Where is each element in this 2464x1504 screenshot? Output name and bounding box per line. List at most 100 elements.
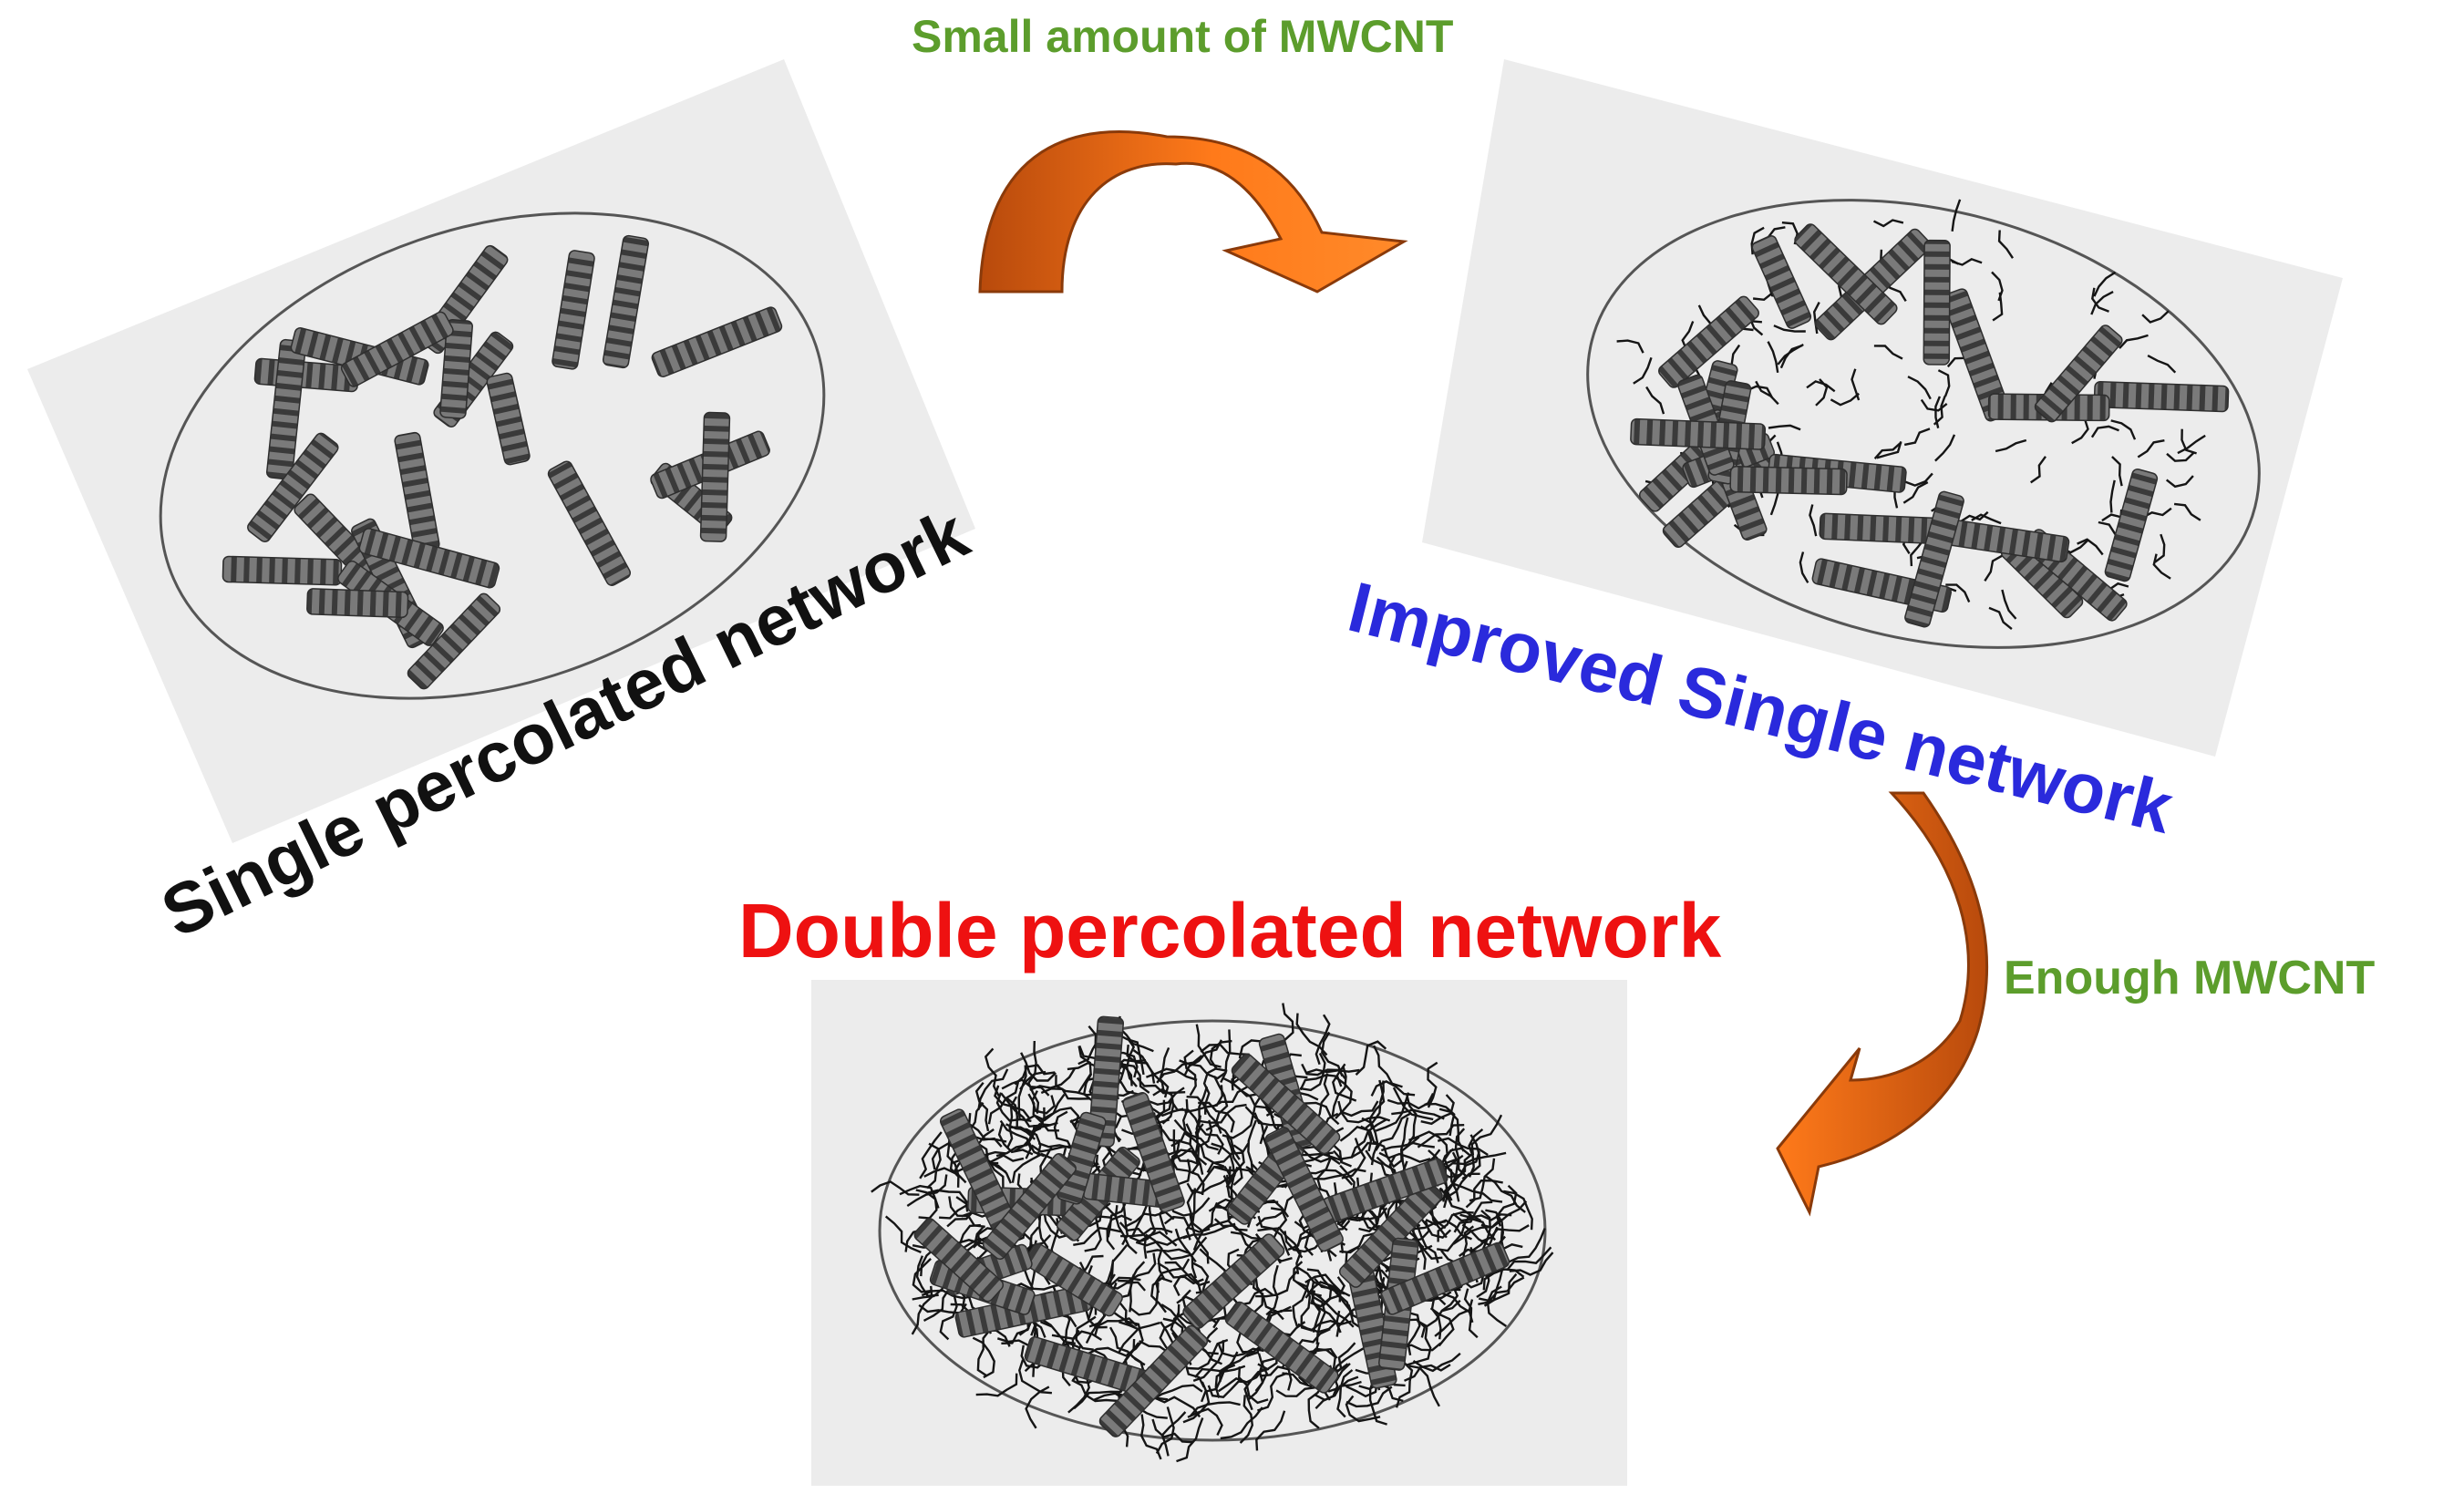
mwcnt-tube bbox=[1443, 1172, 1480, 1209]
mwcnt-tube bbox=[1971, 513, 2002, 525]
mwcnt-tube bbox=[1027, 1122, 1051, 1158]
mwcnt-tube bbox=[926, 1142, 942, 1190]
mwcnt-tube bbox=[1478, 1272, 1518, 1305]
mwcnt-tube bbox=[911, 1285, 933, 1335]
mwcnt-tube bbox=[2090, 291, 2114, 315]
mwcnt-tube bbox=[2166, 451, 2195, 462]
rod-particle bbox=[1923, 239, 1951, 366]
curved-arrow-down-icon bbox=[1776, 791, 1989, 1217]
rod-particle bbox=[1264, 1127, 1344, 1252]
mwcnt-tube bbox=[1001, 1078, 1050, 1097]
mwcnt-tube bbox=[1506, 1246, 1552, 1271]
mwcnt-tube bbox=[1014, 1064, 1056, 1086]
mwcnt-tube bbox=[2152, 553, 2171, 580]
rod-particle bbox=[2093, 381, 2230, 413]
mwcnt-tube bbox=[1997, 230, 2015, 259]
mwcnt-tube bbox=[1187, 1338, 1229, 1370]
rod-particle bbox=[247, 432, 339, 542]
mwcnt-tube bbox=[2093, 271, 2117, 297]
mwcnt-tube bbox=[1152, 1087, 1175, 1125]
mwcnt-tube bbox=[1129, 1282, 1160, 1316]
mwcnt-tube bbox=[1375, 1112, 1412, 1151]
mwcnt-tube bbox=[1404, 1364, 1451, 1382]
mwcnt-tube bbox=[906, 1174, 948, 1208]
mwcnt-tube bbox=[1345, 1386, 1393, 1408]
mwcnt-tube bbox=[1984, 554, 2004, 582]
label-double-percolated: Double percolated network bbox=[738, 888, 1721, 973]
rod-particle bbox=[439, 319, 473, 419]
mwcnt-tube bbox=[2110, 419, 2137, 440]
mwcnt-tube bbox=[1136, 1076, 1186, 1095]
mwcnt-tube bbox=[1173, 1118, 1219, 1151]
mwcnt-tube bbox=[1755, 380, 1779, 406]
mwcnt-tube bbox=[1873, 345, 1903, 360]
mwcnt-tube bbox=[2071, 418, 2089, 445]
mwcnt-tube bbox=[1120, 1227, 1173, 1238]
mwcnt-tube bbox=[1108, 1326, 1146, 1366]
mwcnt-tube bbox=[1370, 1080, 1416, 1097]
mwcnt-tube bbox=[1945, 583, 1971, 603]
mwcnt-tube bbox=[994, 1085, 1031, 1120]
mwcnt-tube bbox=[1129, 1231, 1178, 1247]
mwcnt-tube bbox=[1368, 1079, 1386, 1130]
mwcnt-tube bbox=[1162, 1236, 1208, 1261]
mwcnt-tube bbox=[1313, 1168, 1366, 1180]
mwcnt-tube bbox=[1190, 1166, 1232, 1195]
label-enough-mwcnt: Enough MWCNT bbox=[2004, 952, 2375, 1004]
mwcnt-tube bbox=[1214, 1166, 1239, 1210]
mwcnt-tube bbox=[1872, 219, 1904, 228]
mwcnt-tube bbox=[1336, 1369, 1354, 1418]
mwcnt-tube bbox=[1075, 1315, 1097, 1351]
rod-particle bbox=[1224, 1301, 1339, 1394]
mwcnt-tube bbox=[1132, 1049, 1166, 1094]
mwcnt-tube bbox=[1254, 1275, 1284, 1321]
mwcnt-tube bbox=[1257, 1207, 1288, 1232]
mwcnt-tube bbox=[1373, 1045, 1403, 1088]
mwcnt-tube bbox=[1205, 1123, 1241, 1160]
mwcnt-tube bbox=[1255, 1193, 1297, 1227]
mwcnt-tube bbox=[912, 1258, 933, 1293]
mwcnt-tube bbox=[1305, 1068, 1360, 1075]
mwcnt-tube bbox=[1212, 1075, 1229, 1125]
mwcnt-tube bbox=[1509, 1252, 1554, 1276]
mwcnt-tube bbox=[1777, 343, 1804, 366]
mwcnt-tube bbox=[1417, 1124, 1465, 1149]
rod-particle bbox=[1794, 223, 1898, 325]
mwcnt-tube bbox=[1255, 1271, 1298, 1298]
rod-particle bbox=[2034, 324, 2123, 423]
mwcnt-tube bbox=[1193, 1365, 1246, 1378]
mwcnt-tube bbox=[2077, 538, 2104, 556]
rod-particle bbox=[407, 592, 501, 690]
mwcnt-tube bbox=[1873, 441, 1902, 459]
rod-particle bbox=[982, 1152, 1077, 1261]
mwcnt-tube bbox=[1284, 1231, 1324, 1253]
mwcnt-tube bbox=[1934, 396, 1942, 428]
rod-particle bbox=[1098, 1324, 1209, 1437]
mwcnt-tube bbox=[1495, 1184, 1518, 1227]
mwcnt-tube bbox=[919, 1131, 943, 1180]
rod-particle bbox=[1380, 1241, 1510, 1315]
mwcnt-tube bbox=[1452, 1218, 1501, 1245]
mwcnt-tube bbox=[1055, 1075, 1098, 1097]
mwcnt-tube bbox=[1335, 1076, 1353, 1119]
mwcnt-tube bbox=[1907, 376, 1932, 400]
mwcnt-tube bbox=[1307, 1383, 1325, 1429]
rod-particle bbox=[547, 460, 631, 586]
mwcnt-tube bbox=[1220, 1406, 1263, 1440]
mwcnt-tube bbox=[1427, 1061, 1438, 1108]
mwcnt-tube bbox=[1154, 1258, 1191, 1293]
mwcnt-tube bbox=[1380, 1141, 1435, 1152]
rod-particle bbox=[2104, 468, 2159, 582]
mwcnt-tube bbox=[884, 1215, 922, 1254]
mwcnt-tube bbox=[1077, 1046, 1092, 1093]
mwcnt-tube bbox=[1408, 1365, 1440, 1407]
mwcnt-tube bbox=[1156, 1055, 1203, 1084]
mwcnt-tube bbox=[1391, 1108, 1445, 1120]
mwcnt-tube bbox=[1809, 504, 1818, 537]
mwcnt-tube bbox=[1018, 1359, 1052, 1395]
mwcnt-tube bbox=[1350, 1118, 1387, 1159]
mwcnt-tube bbox=[915, 1189, 938, 1220]
rod-particle bbox=[699, 411, 731, 542]
mwcnt-tube bbox=[1295, 1013, 1328, 1056]
